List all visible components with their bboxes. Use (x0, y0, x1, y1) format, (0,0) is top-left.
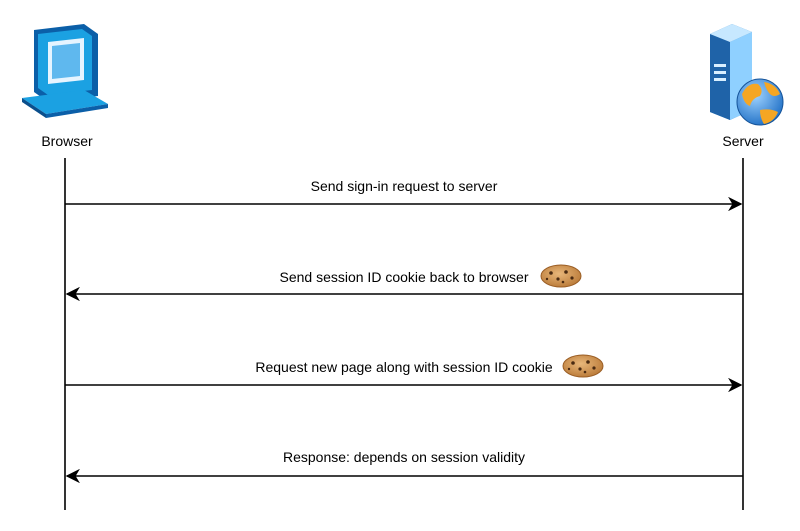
participant-label-server: Server (722, 133, 764, 149)
laptop-icon (22, 24, 108, 118)
cookie-icon (562, 354, 604, 378)
cookie-icon (540, 264, 582, 288)
participant-label-browser: Browser (41, 133, 93, 149)
message-label-4: Response: depends on session validity (283, 449, 525, 465)
message-label-2: Send session ID cookie back to browser (279, 269, 528, 285)
message-label-1: Send sign-in request to server (311, 178, 498, 194)
message-label-3: Request new page along with session ID c… (255, 359, 553, 375)
web-server-icon (710, 24, 784, 126)
